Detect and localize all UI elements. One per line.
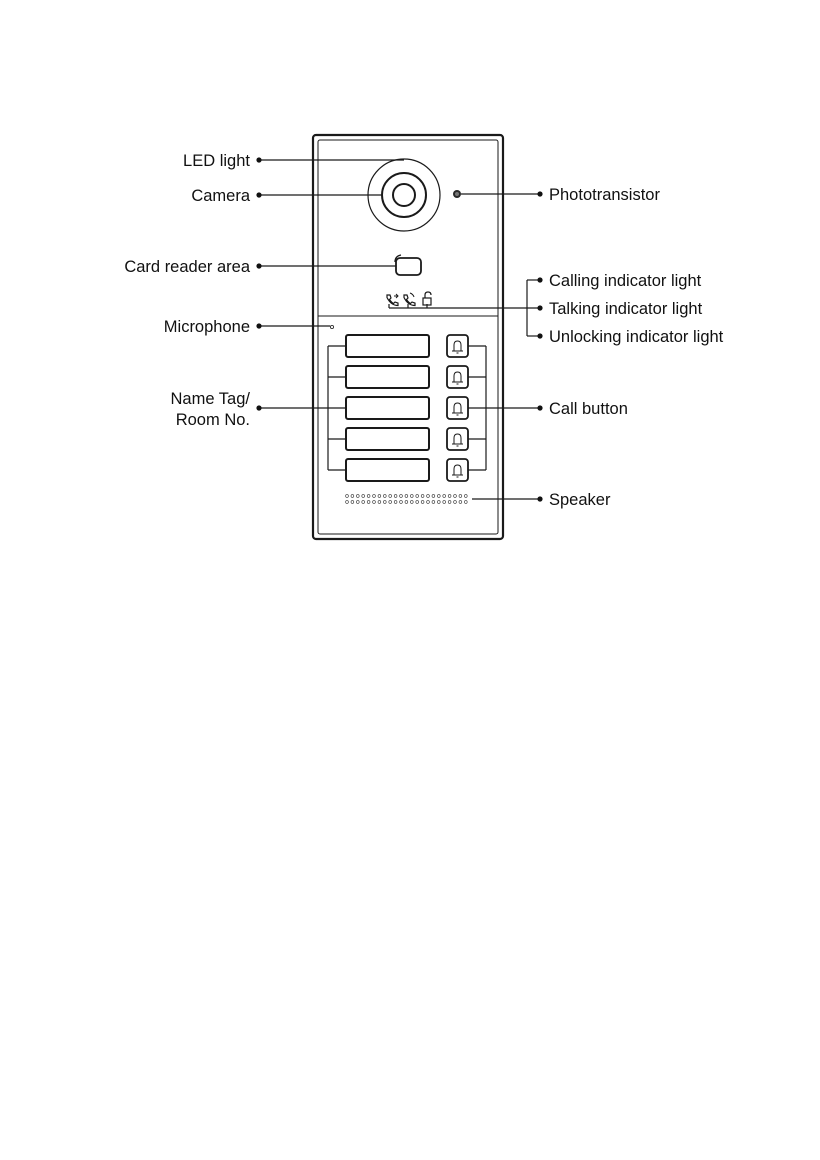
bell-icon [452,341,463,353]
bell-icon [452,403,463,415]
label-call-button: Call button [549,400,628,418]
speaker-hole [373,495,376,498]
label-speaker: Speaker [549,491,611,509]
label-camera: Camera [191,187,251,205]
call-button[interactable] [447,397,468,419]
speaker-hole [389,495,392,498]
phone-talk-icon [404,293,415,306]
speaker-hole [437,501,440,504]
speaker-hole [416,495,419,498]
bell-icon [452,434,463,446]
speaker-hole [443,501,446,504]
label-calling-indicator: Calling indicator light [549,272,702,290]
phototransistor-sensor [453,190,461,198]
speaker-hole [464,495,467,498]
speaker-hole [405,495,408,498]
speaker-hole [362,501,365,504]
speaker-hole [437,495,440,498]
name-tag [346,459,429,481]
speaker-hole [383,501,386,504]
speaker-hole [448,495,451,498]
speaker-hole [362,495,365,498]
speaker-hole [459,495,462,498]
label-room-no: Room No. [176,411,250,429]
speaker-hole [410,495,413,498]
speaker-hole [464,501,467,504]
speaker-hole [346,495,349,498]
speaker-hole [427,495,430,498]
speaker-hole [416,501,419,504]
speaker-hole [394,495,397,498]
name-tag [346,335,429,357]
speaker-hole [367,501,370,504]
bell-icon [452,372,463,384]
call-button[interactable] [447,366,468,388]
speaker-grille [346,495,468,504]
name-tag-column [346,335,429,481]
speaker-hole [367,495,370,498]
unlock-icon [423,292,431,305]
label-card-reader-area: Card reader area [124,258,250,276]
card-reader [395,255,421,275]
name-tag [346,397,429,419]
speaker-hole [454,495,457,498]
call-button[interactable] [447,428,468,450]
speaker-hole [383,495,386,498]
speaker-hole [454,501,457,504]
label-name-tag: Name Tag/ [171,390,251,408]
speaker-hole [405,501,408,504]
speaker-hole [443,495,446,498]
speaker-hole [346,501,349,504]
label-microphone: Microphone [164,318,250,336]
name-tag [346,366,429,388]
bell-icon [452,465,463,477]
call-button-column [447,335,468,481]
name-tag [346,428,429,450]
microphone-hole [330,325,333,328]
speaker-hole [410,501,413,504]
phone-outgoing-icon [387,294,398,306]
speaker-hole [378,495,381,498]
call-button[interactable] [447,459,468,481]
speaker-hole [459,501,462,504]
label-talking-indicator: Talking indicator light [549,300,703,318]
speaker-hole [389,501,392,504]
speaker-hole [432,495,435,498]
call-button[interactable] [447,335,468,357]
label-phototransistor: Phototransistor [549,186,660,204]
label-led-light: LED light [183,152,250,170]
speaker-hole [421,501,424,504]
speaker-hole [432,501,435,504]
speaker-hole [351,495,354,498]
speaker-hole [400,501,403,504]
device-panel [313,135,503,539]
speaker-hole [378,501,381,504]
speaker-hole [373,501,376,504]
speaker-hole [448,501,451,504]
speaker-hole [427,501,430,504]
speaker-hole [351,501,354,504]
speaker-hole [421,495,424,498]
speaker-hole [356,501,359,504]
speaker-hole [400,495,403,498]
speaker-hole [356,495,359,498]
speaker-hole [394,501,397,504]
label-unlocking-indicator: Unlocking indicator light [549,328,724,346]
